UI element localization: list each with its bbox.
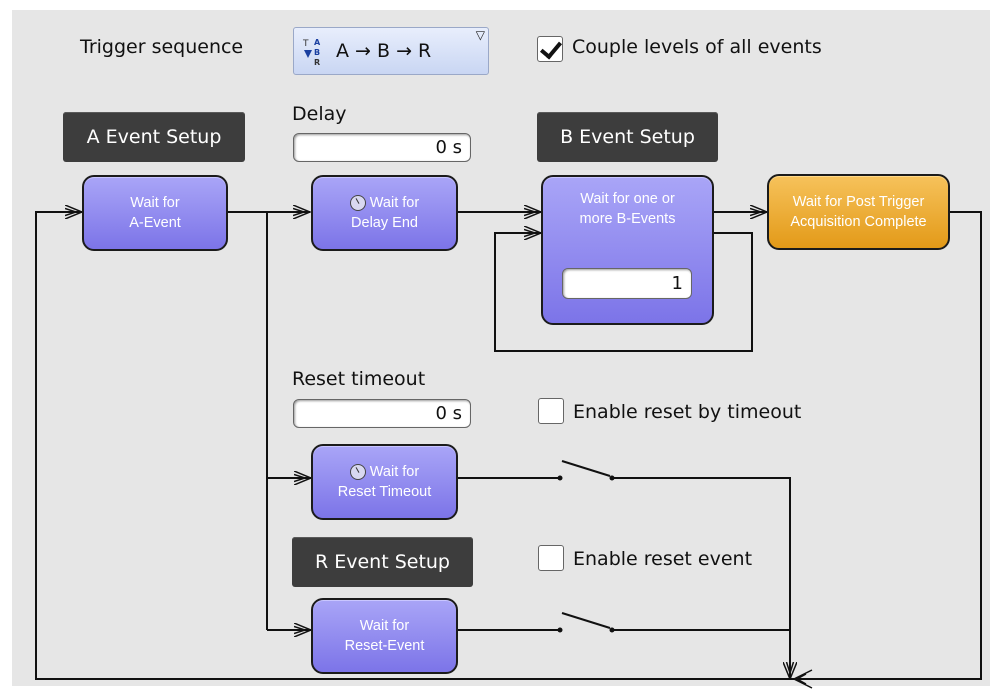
dropdown-triangle-icon: ▽ (475, 28, 485, 42)
svg-text:T: T (302, 39, 309, 49)
delay-box-line1: Wait for (369, 195, 420, 211)
delay-input[interactable]: 0 s (293, 133, 471, 162)
delay-box-line2: Delay End (351, 215, 418, 231)
svg-text:R: R (314, 58, 320, 66)
wait-for-b-events-state: Wait for one or more B-Events (541, 175, 714, 325)
trigger-sequence-label: Trigger sequence (80, 36, 244, 58)
sequence-type-icon: T A B R (302, 36, 328, 67)
delay-label: Delay (292, 103, 347, 125)
r-event-setup-button[interactable]: R Event Setup (292, 537, 473, 587)
enable-reset-event-label: Enable reset event (573, 548, 753, 570)
wait-for-reset-event-state: Wait for Reset-Event (311, 598, 458, 674)
reset-timeout-box-line2: Reset Timeout (337, 484, 432, 500)
enable-reset-timeout-checkbox[interactable] (538, 398, 564, 424)
a-event-setup-button[interactable]: A Event Setup (63, 112, 245, 162)
wait-for-post-trigger-state: Wait for Post Trigger Acquisition Comple… (767, 174, 950, 250)
r-event-box-line2: Reset-Event (344, 638, 425, 654)
wait-for-delay-end-state: Wait for Delay End (311, 175, 458, 251)
svg-text:A: A (314, 38, 321, 47)
svg-text:B: B (314, 48, 320, 57)
reset-timeout-box-line1: Wait for (369, 464, 420, 480)
r-event-box-line1: Wait for (359, 618, 410, 634)
b-event-count-input[interactable]: 1 (562, 268, 692, 299)
couple-levels-label: Couple levels of all events (572, 36, 822, 58)
trigger-sequence-value: A → B → R (336, 40, 432, 62)
post-trigger-box-line1: Wait for Post Trigger (792, 194, 925, 210)
reset-timeout-label: Reset timeout (292, 368, 426, 390)
enable-reset-event-checkbox[interactable] (538, 545, 564, 571)
clock-icon (349, 195, 366, 211)
couple-levels-checkbox[interactable] (537, 36, 563, 62)
wait-for-a-event-state: Wait for A-Event (82, 175, 228, 251)
a-event-box-line1: Wait for (130, 195, 180, 211)
b-event-setup-button[interactable]: B Event Setup (537, 112, 718, 162)
reset-timeout-input[interactable]: 0 s (293, 399, 471, 428)
trigger-sequence-dropdown[interactable]: T A B R A → B → R ▽ (293, 27, 489, 75)
post-trigger-box-line2: Acquisition Complete (790, 214, 927, 230)
a-event-box-line2: A-Event (129, 215, 181, 231)
clock-icon (349, 464, 366, 480)
enable-reset-timeout-label: Enable reset by timeout (573, 401, 802, 423)
b-event-box-line1: Wait for one or (580, 191, 675, 207)
wait-for-reset-timeout-state: Wait for Reset Timeout (311, 444, 458, 520)
b-event-box-line2: more B-Events (579, 211, 676, 227)
